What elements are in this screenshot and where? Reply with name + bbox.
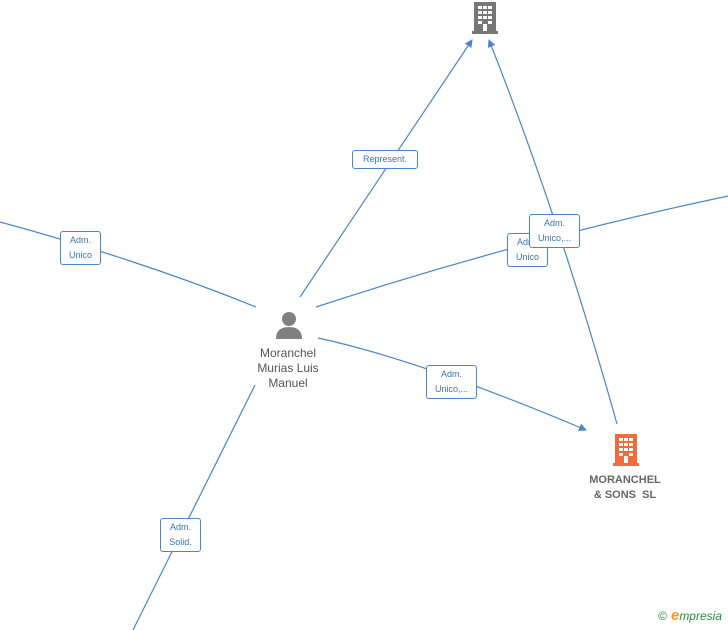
edge-label-text: Adm. (440, 369, 462, 379)
edge-label-text: Solid. (169, 537, 192, 547)
brand-initial: e (670, 607, 680, 624)
edge-label-text: Unico,... (537, 233, 571, 243)
edge-label-adm-unico-left: Adm. Unico (60, 231, 101, 265)
brand-name: mpresia (679, 609, 722, 623)
company-name-line: MORANCHEL (589, 474, 661, 486)
edge-label-text: Unico (515, 252, 539, 262)
person-name-line: Moranchel (259, 346, 317, 360)
company-name-label[interactable]: MORANCHEL & SONS SL (572, 473, 678, 503)
building-icon[interactable] (613, 434, 639, 466)
person-name-label[interactable]: Moranchel Murias Luis Manuel (240, 346, 336, 391)
copyright-symbol: © (658, 609, 667, 623)
person-name-line: Manuel (268, 376, 308, 390)
person-icon[interactable] (275, 311, 303, 339)
edge-label-text: Adm. (69, 235, 91, 245)
edge-left-to-person (0, 221, 257, 308)
edge-label-text: Unico (68, 250, 92, 260)
edge-label-text: Unico,... (434, 384, 468, 394)
edge-label-text: Adm. (543, 218, 565, 228)
edge-label-text: Adm. (516, 237, 538, 247)
edge-label-represent: Represent. (352, 150, 418, 169)
edge-label-adm-solid: Adm. Solid. (160, 518, 201, 552)
company-name-line: & SONS SL (593, 489, 657, 501)
edge-label-adm-unico-top: Adm. Unico,... (529, 214, 580, 248)
building-icon[interactable] (472, 2, 498, 34)
edge-label-adm-unico-mid: Adm. Unico,... (426, 365, 477, 399)
person-name-line: Murias Luis (257, 361, 319, 375)
edge-label-text: Adm. (169, 522, 191, 532)
edge-person-to-bottom (132, 384, 256, 630)
brand-watermark: ©empresia (658, 607, 722, 624)
edge-label-text: Represent. (362, 154, 408, 164)
edge-label-adm-unico-right: Adm. Unico (507, 233, 548, 267)
